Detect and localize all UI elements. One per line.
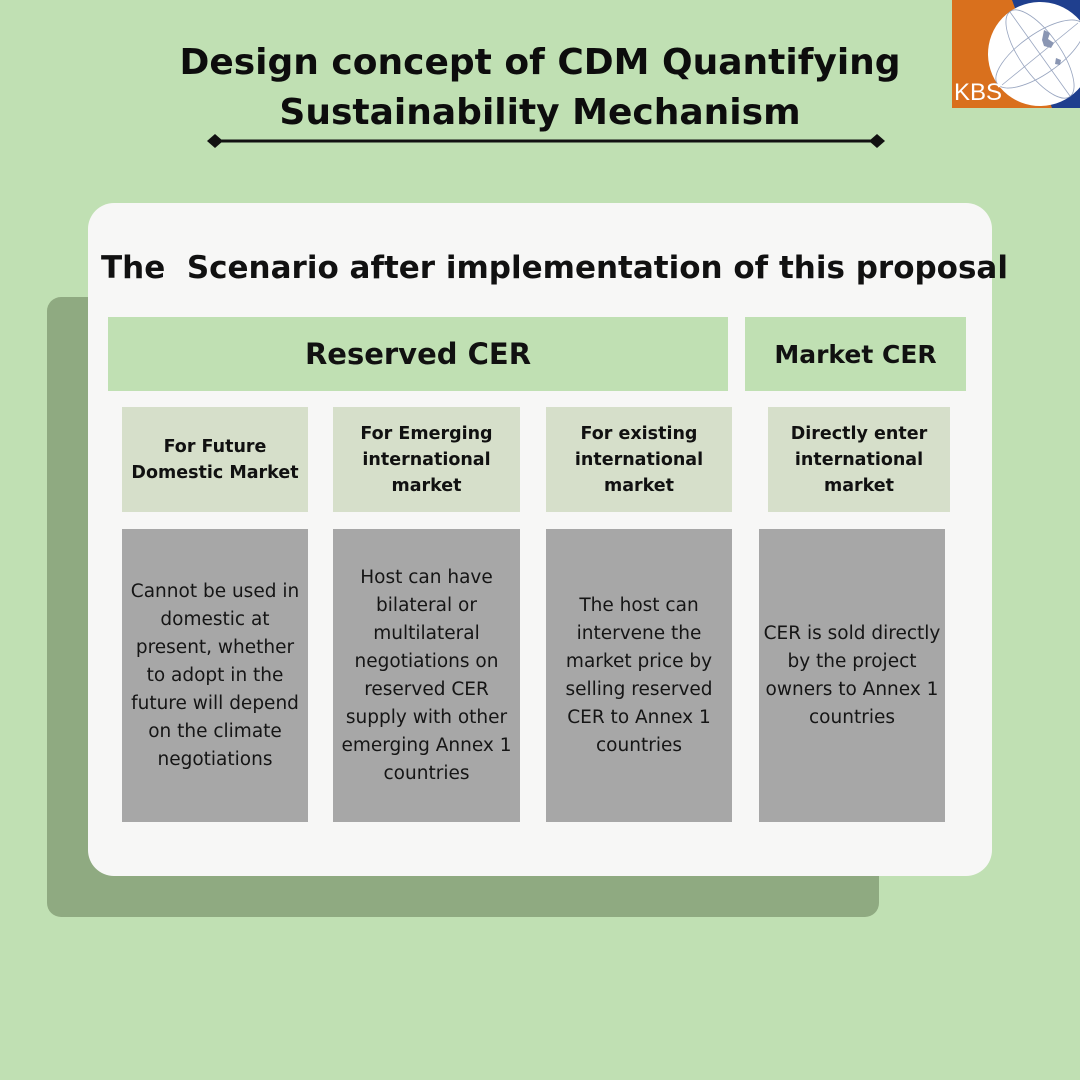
column-label-text: For Emerging international market (360, 423, 493, 496)
description-direct-international: CER is sold directly by the project owne… (759, 529, 945, 822)
column-label-existing-international: For existing international market (546, 407, 732, 512)
logo-text: KBS (954, 79, 1002, 106)
column-label-future-domestic: For Future Domestic Market (122, 407, 308, 512)
description-text: Cannot be used in domestic at present, w… (130, 580, 300, 770)
column-label-text: Directly enter international market (790, 423, 928, 496)
description-existing-international: The host can intervene the market price … (546, 529, 732, 822)
description-emerging-international: Host can have bilateral or multilateral … (333, 529, 520, 822)
market-cer-header: Market CER (745, 317, 966, 391)
column-label-direct-international: Directly enter international market (768, 407, 950, 512)
description-future-domestic: Cannot be used in domestic at present, w… (122, 529, 308, 822)
title-divider (207, 134, 885, 148)
description-text: The host can intervene the market price … (565, 594, 713, 756)
column-label-emerging-international: For Emerging international market (333, 407, 520, 512)
description-text: CER is sold directly by the project owne… (763, 622, 941, 728)
column-label-text: For existing international market (574, 423, 704, 496)
scenario-heading: The Scenario after implementation of thi… (101, 250, 1008, 286)
title-line-2: Sustainability Mechanism (279, 92, 801, 133)
market-cer-label: Market CER (774, 339, 937, 369)
page-title: Design concept of CDM Quantifying Sustai… (0, 38, 1080, 138)
column-label-text: For Future Domestic Market (131, 436, 299, 483)
reserved-cer-header: Reserved CER (108, 317, 728, 391)
description-text: Host can have bilateral or multilateral … (341, 566, 512, 784)
kbs-logo: KBS (952, 0, 1080, 108)
reserved-cer-label: Reserved CER (304, 337, 532, 371)
title-line-1: Design concept of CDM Quantifying (179, 42, 901, 83)
